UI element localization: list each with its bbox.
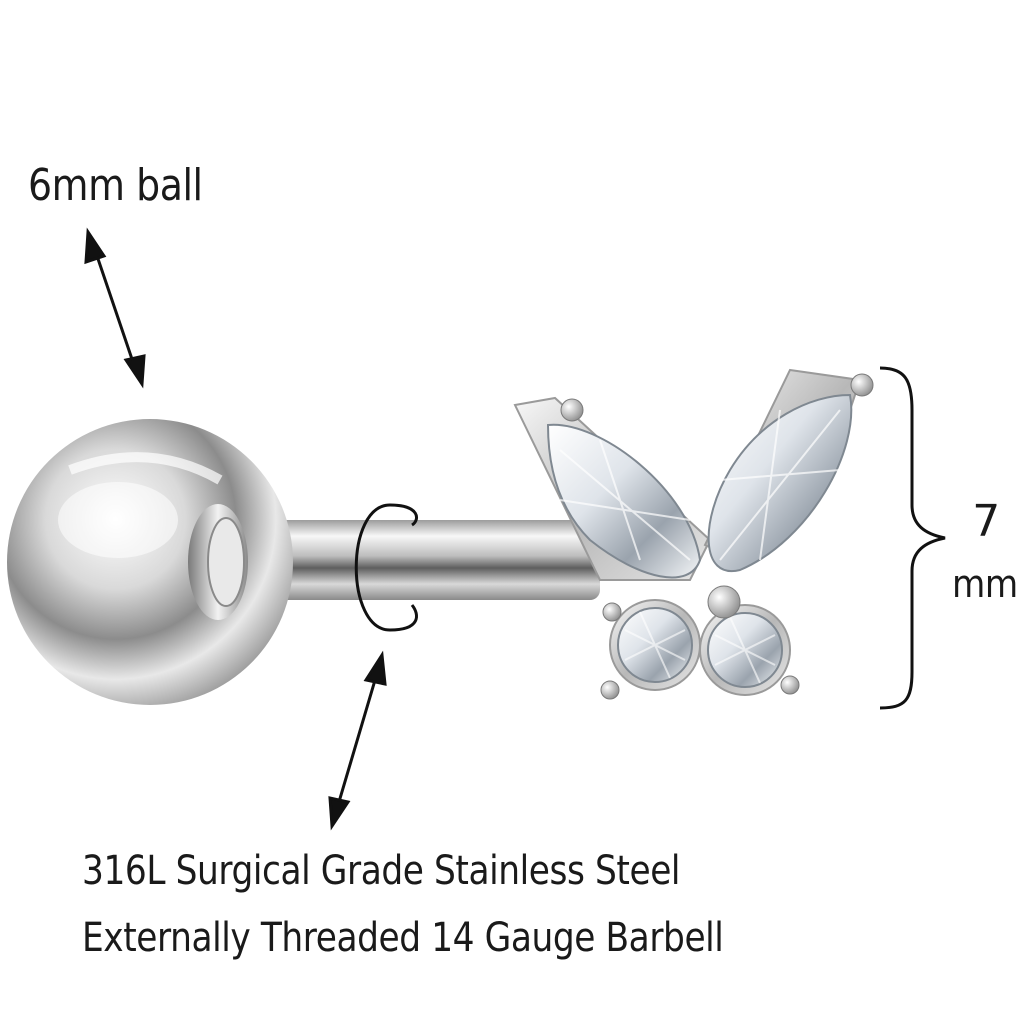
ball-size-arrow: [84, 227, 146, 389]
height-bracket: [879, 366, 946, 710]
ball-end: [7, 419, 293, 705]
material-caption-line-2: Externally Threaded 14 Gauge Barbell: [82, 915, 724, 961]
butterfly-top: [513, 368, 874, 700]
material-caption-line-1: 316L Surgical Grade Stainless Steel: [82, 848, 681, 894]
height-value-label: 7: [972, 496, 1000, 547]
marquise-gem-left: [546, 423, 702, 579]
ball-size-label: 6mm ball: [28, 160, 203, 211]
barbell-arrow: [328, 650, 387, 831]
thread-collar: [188, 504, 248, 620]
height-unit-label: mm: [952, 562, 1018, 606]
gauge-ring: [354, 503, 418, 632]
barbell-shaft: [220, 520, 600, 600]
